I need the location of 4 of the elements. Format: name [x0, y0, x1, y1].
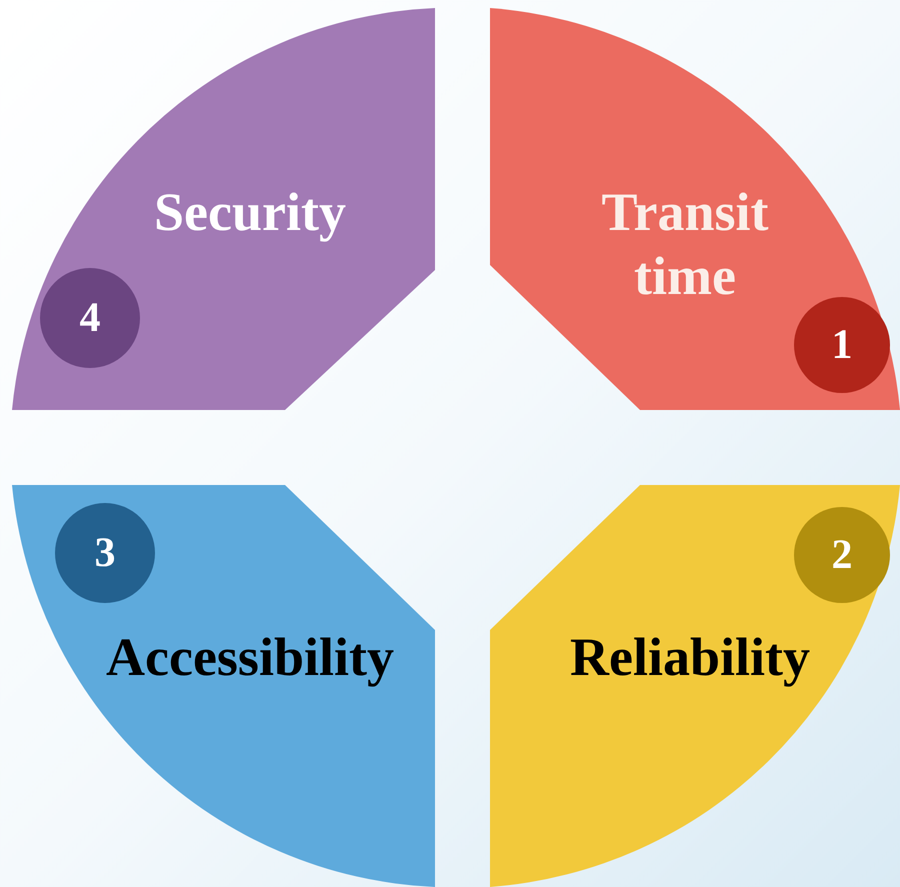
segment-label: Reliability — [569, 626, 811, 689]
segment-label: Accessibility — [105, 626, 395, 689]
segment-label: Transit time — [600, 181, 770, 308]
segment-label: Security — [153, 181, 347, 244]
